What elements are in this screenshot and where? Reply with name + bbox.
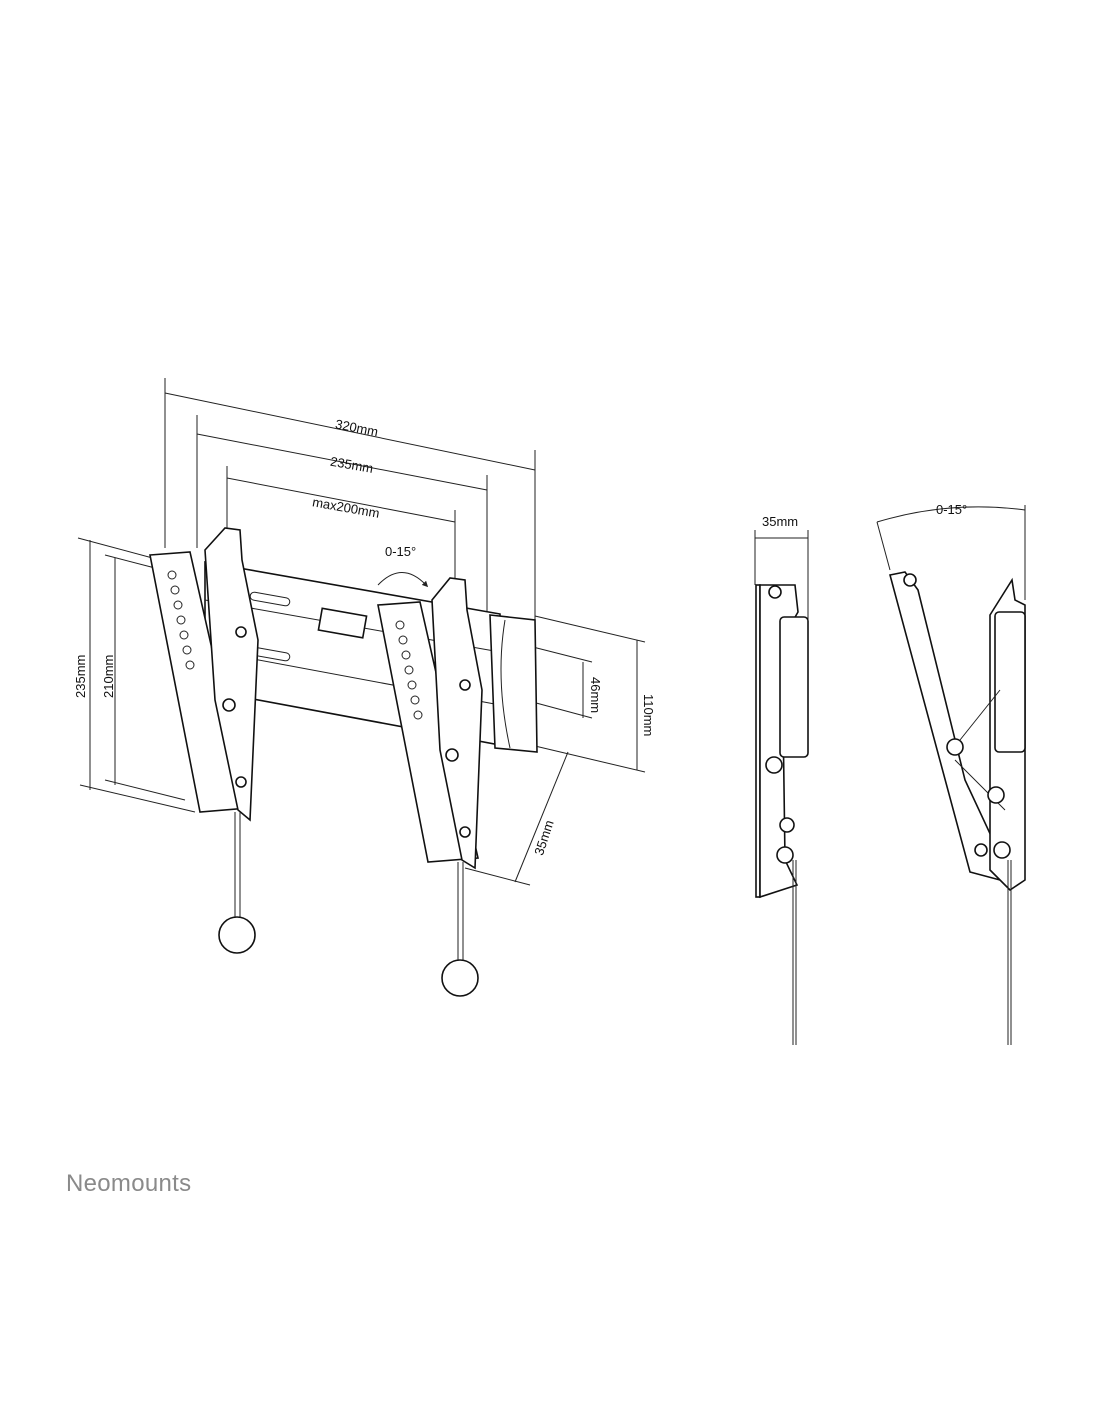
dim-320mm: 320mm: [334, 416, 379, 439]
dim-46mm: 46mm: [588, 677, 603, 713]
dim-235mm-height: 235mm: [73, 655, 88, 698]
right-bracket: [377, 577, 483, 870]
tilt-view: [876, 505, 1026, 1045]
dimension-lines: [77, 378, 646, 886]
left-bracket: [149, 527, 259, 822]
pull-cords: [218, 812, 479, 997]
dim-35mm-depth: 35mm: [531, 818, 556, 857]
dim-210mm: 210mm: [101, 655, 116, 698]
dim-tilt-front: 0-15°: [385, 544, 416, 559]
brand-logo: Neomounts: [66, 1170, 192, 1197]
dim-235mm-width: 235mm: [329, 454, 374, 476]
dim-110mm: 110mm: [641, 694, 656, 736]
side-view: [754, 530, 809, 1045]
end-cap: [489, 614, 538, 753]
dim-side-35mm: 35mm: [762, 514, 798, 529]
dim-tilt-side: 0-15°: [936, 502, 967, 517]
tilt-arrow-icon: [377, 572, 429, 588]
dim-max200mm: max200mm: [311, 494, 380, 521]
